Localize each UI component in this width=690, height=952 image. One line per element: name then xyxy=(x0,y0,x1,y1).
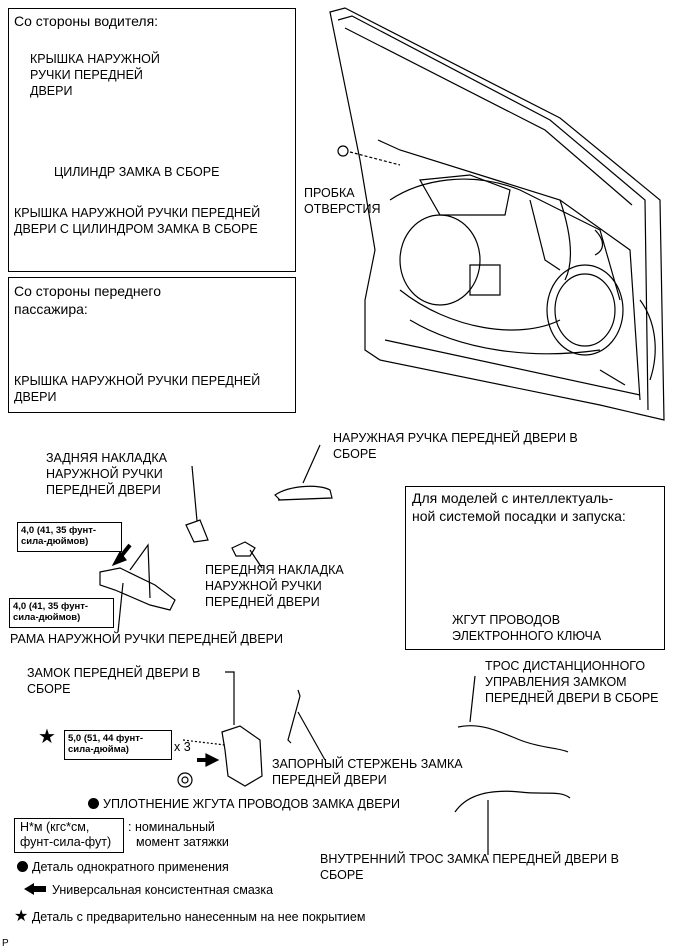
torque-spec-2: 4,0 (41, 35 фунт- сила-дюймов) xyxy=(9,598,114,628)
legend-precoated-text: Деталь с предварительно нанесенным на не… xyxy=(31,910,366,924)
smart-wire-label-2: ЭЛЕКТРОННОГО КЛЮЧА xyxy=(452,629,602,643)
precoated-star-icon: ★ xyxy=(38,726,56,748)
front-cover-drawing xyxy=(231,541,256,557)
remote-cable-drawing xyxy=(457,725,569,753)
inner-cable-drawing xyxy=(454,790,571,813)
outside-handle-drawing xyxy=(274,485,333,501)
passenger-side-title-1: Со стороны переднего xyxy=(14,283,161,299)
torque-spec-2-line-2: сила-дюймов) xyxy=(13,612,81,623)
legend-unit-box xyxy=(14,818,124,853)
legend-unit-desc-1: : номинальный xyxy=(128,820,215,834)
door-lock-label-1: ЗАМОК ПЕРЕДНЕЙ ДВЕРИ В xyxy=(27,666,201,680)
handle-frame-label: РАМА НАРУЖНОЙ РУЧКИ ПЕРЕДНЕЙ ДВЕРИ xyxy=(10,632,283,646)
rear-cover-label-2: НАРУЖНОЙ РУЧКИ xyxy=(46,467,163,481)
door-lock-drawing xyxy=(221,725,263,787)
legend-grease: Универсальная консистентная смазка xyxy=(52,883,274,897)
front-cover-label-2: НАРУЖНОЙ РУЧКИ xyxy=(205,579,322,593)
torque-spec-2-line-1: 4,0 (41, 35 фунт- xyxy=(13,601,89,612)
hole-plug-label-2: ОТВЕРСТИЯ xyxy=(304,202,381,216)
legend-unit-line-2: фунт-сила-фут) xyxy=(20,835,112,849)
inner-cable-label-1: ВНУТРЕННИЙ ТРОС ЗАМКА ПЕРЕДНЕЙ ДВЕРИ В xyxy=(320,852,619,866)
seal-label-text: УПЛОТНЕНИЕ ЖГУТА ПРОВОДОВ ЗАМКА ДВЕРИ xyxy=(103,797,400,811)
passenger-side-box xyxy=(8,277,296,413)
torque-spec-1-line-2: сила-дюймов) xyxy=(21,536,89,547)
driver-cover-label-1: КРЫШКА НАРУЖНОЙ xyxy=(30,52,160,66)
rear-cover-label-1: ЗАДНЯЯ НАКЛАДКА xyxy=(46,451,168,465)
lock-rod-drawing xyxy=(287,689,301,744)
passenger-side-title-2: пассажира: xyxy=(14,301,88,317)
legend-unit-desc-2: момент затяжки xyxy=(136,835,229,849)
torque-spec-1: 4,0 (41, 35 фунт- сила-дюймов) xyxy=(17,522,122,552)
torque-spec-3-line-1: 5,0 (51, 44 фунт- xyxy=(68,733,144,744)
lock-rod-label-1: ЗАПОРНЫЙ СТЕРЖЕНЬ ЗАМКА xyxy=(272,757,463,771)
torque-spec-3: 5,0 (51, 44 фунт- сила-дюйма) xyxy=(64,730,172,760)
driver-side-box xyxy=(8,8,296,272)
smart-entry-title-2: ной системой посадки и запуска: xyxy=(412,508,626,524)
hole-plug-label-1: ПРОБКА xyxy=(304,186,355,200)
remote-cable-label-2: УПРАВЛЕНИЯ ЗАМКОМ xyxy=(485,675,627,689)
non-reusable-dot-icon xyxy=(88,798,99,809)
rear-cover-label-3: ПЕРЕДНЕЙ ДВЕРИ xyxy=(46,483,161,497)
driver-cover-label-3: ДВЕРИ xyxy=(30,84,73,98)
driver-side-title: Со стороны водителя: xyxy=(14,13,159,29)
torque-spec-3-line-2: сила-дюйма) xyxy=(68,744,129,755)
remote-cable-label-3: ПЕРЕДНЕЙ ДВЕРИ В СБОРЕ xyxy=(485,691,659,705)
door-panel-drawing xyxy=(329,7,665,421)
front-cover-label-1: ПЕРЕДНЯЯ НАКЛАДКА xyxy=(205,563,344,577)
smart-entry-box xyxy=(405,486,665,650)
driver-assembly-label-1: КРЫШКА НАРУЖНОЙ РУЧКИ ПЕРЕДНЕЙ xyxy=(14,206,261,220)
rear-cover-drawing xyxy=(185,519,209,543)
legend-precoated: ★ Деталь с предварительно нанесенным на … xyxy=(14,909,365,926)
smart-entry-title-1: Для моделей с интеллектуаль- xyxy=(412,490,614,506)
legend-non-reusable: Деталь однократного применения xyxy=(17,860,229,876)
door-lock-label-2: СБОРЕ xyxy=(27,682,71,696)
outside-handle-label-2: СБОРЕ xyxy=(333,447,377,461)
seal-label: УПЛОТНЕНИЕ ЖГУТА ПРОВОДОВ ЗАМКА ДВЕРИ xyxy=(88,797,400,813)
corner-mark: P xyxy=(2,938,9,949)
torque-spec-1-line-1: 4,0 (41, 35 фунт- xyxy=(21,525,97,536)
lock-cylinder-label: ЦИЛИНДР ЗАМКА В СБОРЕ xyxy=(54,165,220,179)
passenger-cover-label-1: КРЫШКА НАРУЖНОЙ РУЧКИ ПЕРЕДНЕЙ xyxy=(14,374,261,388)
smart-wire-label-1: ЖГУТ ПРОВОДОВ xyxy=(452,613,561,627)
inner-cable-label-2: СБОРЕ xyxy=(320,868,364,882)
legend-non-reusable-text: Деталь однократного применения xyxy=(32,860,229,874)
front-cover-label-3: ПЕРЕДНЕЙ ДВЕРИ xyxy=(205,595,320,609)
remote-cable-label-1: ТРОС ДИСТАНЦИОННОГО xyxy=(485,659,646,673)
hole-plug-drawing xyxy=(337,145,349,157)
bolt-count-label: x 3 xyxy=(174,740,191,754)
driver-assembly-label-2: ДВЕРИ С ЦИЛИНДРОМ ЗАМКА В СБОРЕ xyxy=(14,222,258,236)
driver-cover-label-2: РУЧКИ ПЕРЕДНЕЙ xyxy=(30,68,143,82)
legend-star-icon: ★ xyxy=(14,908,29,925)
legend-dot-icon xyxy=(17,861,28,872)
legend-unit-line-1: Н*м (кгс*см, xyxy=(20,820,90,834)
passenger-cover-label-2: ДВЕРИ xyxy=(14,390,57,404)
handle-frame-drawing xyxy=(99,567,176,611)
outside-handle-label-1: НАРУЖНАЯ РУЧКА ПЕРЕДНЕЙ ДВЕРИ В xyxy=(333,431,578,445)
lock-rod-label-2: ПЕРЕДНЕЙ ДВЕРИ xyxy=(272,773,387,787)
